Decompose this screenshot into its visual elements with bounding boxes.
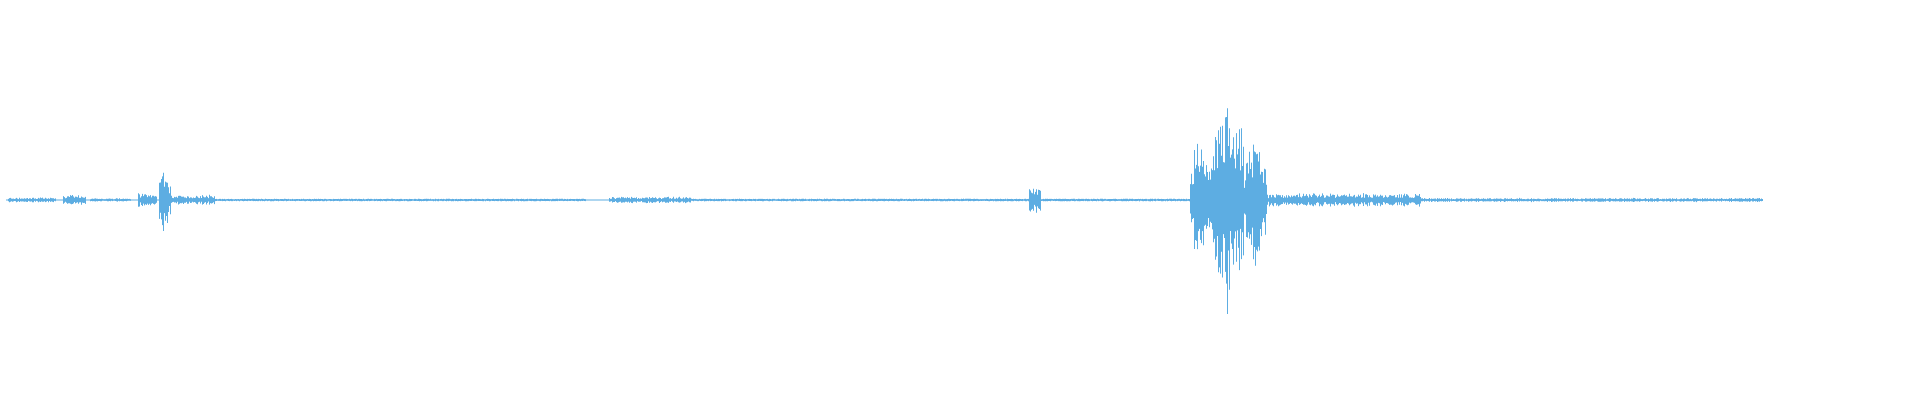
waveform-path bbox=[8, 108, 1763, 314]
waveform-samples bbox=[8, 108, 1763, 314]
